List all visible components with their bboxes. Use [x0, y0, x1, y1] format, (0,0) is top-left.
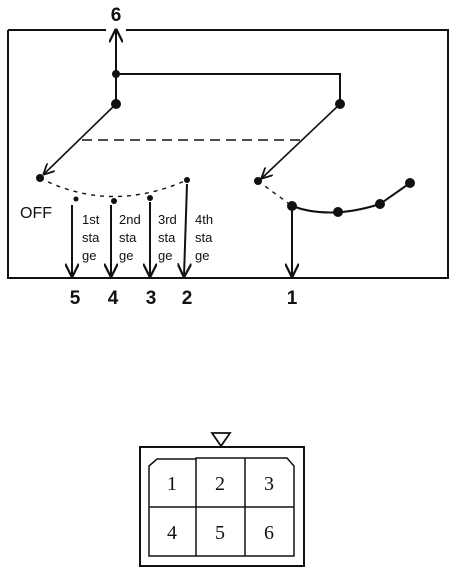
stage-1-label-line1: 1st [82, 212, 100, 227]
stage-4-contact-dot [184, 177, 190, 183]
connector-pin-5: 5 [215, 522, 225, 544]
stage-1-label-line2: sta [82, 230, 100, 245]
right-contact-dot-3 [375, 199, 385, 209]
left-contact-arm [44, 103, 117, 174]
connector-pin-4: 4 [167, 522, 177, 544]
connector: 1 2 3 4 5 6 [139, 432, 305, 567]
stage-3-label-line2: sta [158, 230, 176, 245]
stage-2-label-line3: ge [119, 248, 133, 263]
right-stage-arc [291, 182, 411, 214]
stage-2-contact-dot [111, 198, 117, 204]
bus-junction-dot [112, 70, 120, 78]
connector-pin-6: 6 [264, 522, 274, 544]
switch-frame [7, 29, 449, 279]
stage-4-label-line3: ge [195, 248, 209, 263]
right-contact-arm [262, 103, 341, 178]
stage-3-contact-dot [147, 195, 153, 201]
right-contact-dot-4 [405, 178, 415, 188]
stage-2-label-line1: 2nd [119, 212, 141, 227]
stage-3-label-line3: ge [158, 248, 172, 263]
connector-pin-2: 2 [215, 473, 225, 495]
stage-4-label-line1: 4th [195, 212, 213, 227]
terminal-5-label: 5 [70, 288, 81, 309]
left-position-arc [39, 177, 188, 198]
off-label: OFF [20, 205, 52, 222]
terminal-6-label: 6 [111, 5, 122, 26]
stage-2-label-line2: sta [119, 230, 137, 245]
terminal-2-lead [184, 183, 187, 276]
stage-4-label-line2: sta [195, 230, 213, 245]
connector-pin-3: 3 [264, 473, 274, 495]
common-bus [116, 73, 341, 104]
stage-1-label-line3: ge [82, 248, 96, 263]
right-off-gap [257, 180, 293, 207]
right-contact-dot-2 [333, 207, 343, 217]
connector-pin-1: 1 [167, 473, 177, 495]
stage-1-contact-dot [73, 196, 79, 202]
connector-outer-shell [139, 446, 305, 567]
connector-lock-tab [210, 432, 232, 448]
stage-3-label-line1: 3rd [158, 212, 177, 227]
terminal-1-label: 1 [287, 288, 298, 309]
terminal-2-label: 2 [182, 288, 193, 309]
terminal-3-label: 3 [146, 288, 157, 309]
terminal-4-label: 4 [108, 288, 119, 309]
